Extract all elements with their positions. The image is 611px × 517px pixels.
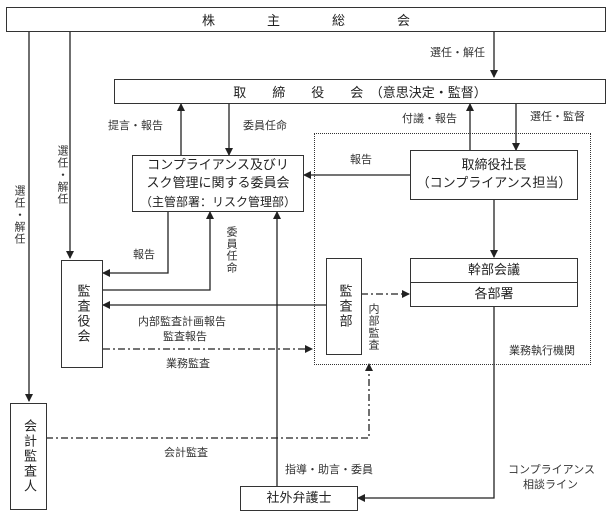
president-box[interactable]: 取締役社長 （コンプライアンス担当） xyxy=(410,150,578,200)
outside-lawyer-label: 社外弁護士 xyxy=(266,490,332,506)
label-committee-to-auditboard: 報告 xyxy=(133,248,155,261)
shareholders-meeting-box[interactable]: 株 主 総 会 xyxy=(6,7,606,32)
label-board-to-committee: 委員任命 xyxy=(243,119,287,132)
accounting-auditor-box[interactable]: 会計監査人 xyxy=(10,403,47,510)
departments-label: 各部署 xyxy=(474,286,514,302)
edge-accounting-audit xyxy=(46,363,373,439)
execution-body-label: 業務執行機関 xyxy=(509,344,575,357)
edge-compliance-line xyxy=(357,307,495,502)
label-president-to-board: 付議・報告 xyxy=(402,112,457,125)
label-business-audit: 業務監査 xyxy=(166,357,210,370)
exec-meeting-label: 幹部会議 xyxy=(467,262,520,278)
label-auditdept-report-1: 内部監査計画報告 xyxy=(138,315,226,328)
label-sh-to-auditboard: 選任・解任 xyxy=(56,145,69,205)
label-lawyer-to-committee: 指導・助言・委員 xyxy=(285,463,373,476)
label-accounting-audit: 会計監査 xyxy=(164,446,208,459)
outside-lawyer-box[interactable]: 社外弁護士 xyxy=(240,486,358,511)
label-sh-to-accountant: 選任・解任 xyxy=(13,185,26,245)
label-board-to-president: 選任・監督 xyxy=(530,110,585,123)
audit-board-label: 監査役会 xyxy=(74,284,90,344)
edge-auditboard-to-committee xyxy=(103,211,214,291)
label-internal-audit: 内部監査 xyxy=(367,303,380,351)
label-compliance-line-1: コンプライアンス xyxy=(508,463,596,476)
execution-body-frame xyxy=(314,133,591,365)
audit-dept-label: 監査部 xyxy=(336,284,352,329)
departments-box[interactable]: 各部署 xyxy=(410,282,578,307)
committee-line-1: コンプライアンス及びリ xyxy=(147,158,289,174)
label-committee-to-board: 提言・報告 xyxy=(108,119,163,132)
label-auditdept-report-2: 監査報告 xyxy=(163,330,207,343)
board-of-directors-box[interactable]: 取 締 役 会 （意思決定・監督） xyxy=(114,79,606,104)
committee-line-3: （主管部署：リスク管理部） xyxy=(139,194,296,209)
label-sh-to-board: 選任・解任 xyxy=(430,46,485,59)
president-line-2: （コンプライアンス担当） xyxy=(416,176,572,191)
compliance-committee-box[interactable]: コンプライアンス及びリ スク管理に関する委員会 （主管部署：リスク管理部） xyxy=(132,155,304,212)
exec-meeting-box[interactable]: 幹部会議 xyxy=(410,258,578,283)
label-compliance-line-2: 相談ライン xyxy=(523,478,578,491)
accounting-auditor-label: 会計監査人 xyxy=(21,419,36,494)
audit-dept-box[interactable]: 監査部 xyxy=(326,258,362,355)
president-line-1: 取締役社長 xyxy=(461,158,527,174)
audit-board-box[interactable]: 監査役会 xyxy=(61,260,103,368)
edge-committee-to-auditboard xyxy=(102,210,169,277)
label-president-to-committee: 報告 xyxy=(350,153,372,166)
label-auditboard-to-committee: 委員任命 xyxy=(225,226,238,274)
committee-line-2: スク管理に関する委員会 xyxy=(146,176,290,191)
board-of-directors-label: 取 締 役 会 （意思決定・監督） xyxy=(233,86,487,101)
shareholders-meeting-label: 株 主 総 会 xyxy=(201,14,410,29)
